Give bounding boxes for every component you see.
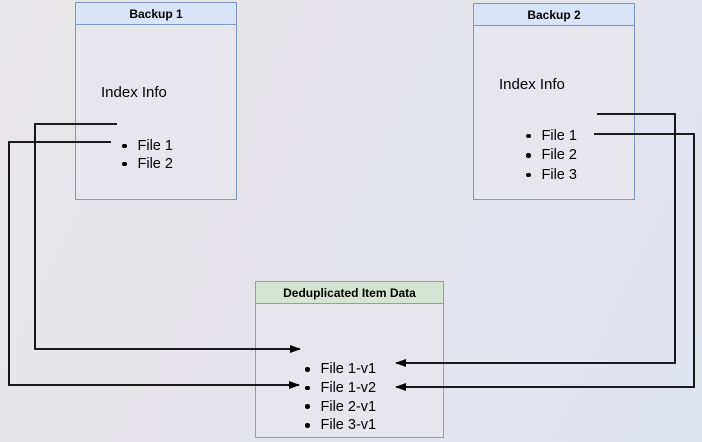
backup2-body: Index Info File 1 File 2 File 3 <box>474 26 634 199</box>
bullet-dot <box>305 385 310 391</box>
backup2-box: Backup 2 Index Info File 1 File 2 File 3 <box>473 3 635 200</box>
list-item: File 1-v1 <box>305 360 376 379</box>
list-item: File 3-v1 <box>305 416 376 435</box>
list-item: File 2 <box>526 146 577 166</box>
bullet-dot <box>305 423 310 428</box>
backup1-box: Backup 1 Index Info File 1 File 2 <box>75 2 237 200</box>
list-item: File 3 <box>526 165 577 185</box>
backup1-index-info-label: Index Info <box>101 84 167 101</box>
bullet-dot <box>122 161 127 167</box>
list-item-label: File 3 <box>541 166 577 183</box>
list-item-label: File 2 <box>541 147 577 164</box>
list-item: File 2-v1 <box>305 397 376 416</box>
backup2-index-info-label: Index Info <box>499 76 565 93</box>
bullet-dot <box>305 367 310 372</box>
backup1-title: Backup 1 <box>76 3 236 25</box>
list-item: File 1 <box>526 126 577 146</box>
backup2-title: Backup 2 <box>474 4 634 26</box>
list-item-label: File 1 <box>137 138 173 154</box>
bullet-dot <box>122 143 127 149</box>
dedup-title: Deduplicated Item Data <box>256 282 443 304</box>
list-item-label: File 2 <box>137 156 173 172</box>
list-item: File 2 <box>122 155 173 173</box>
bullet-dot <box>526 172 531 178</box>
backup2-file-list: File 1 File 2 File 3 <box>526 126 577 185</box>
backup1-body: Index Info File 1 File 2 <box>76 25 236 199</box>
list-item-label: File 1 <box>541 127 577 144</box>
list-item-label: File 1-v2 <box>320 380 377 397</box>
list-item-label: File 3-v1 <box>320 417 377 434</box>
bullet-dot <box>526 133 531 139</box>
bullet-dot <box>305 404 310 409</box>
list-item-label: File 1-v1 <box>320 361 377 378</box>
backup1-file-list: File 1 File 2 <box>122 137 173 173</box>
bullet-dot <box>526 153 531 158</box>
list-item: File 1 <box>122 137 173 155</box>
list-item: File 1-v2 <box>305 379 376 398</box>
list-item-label: File 2-v1 <box>320 398 377 415</box>
